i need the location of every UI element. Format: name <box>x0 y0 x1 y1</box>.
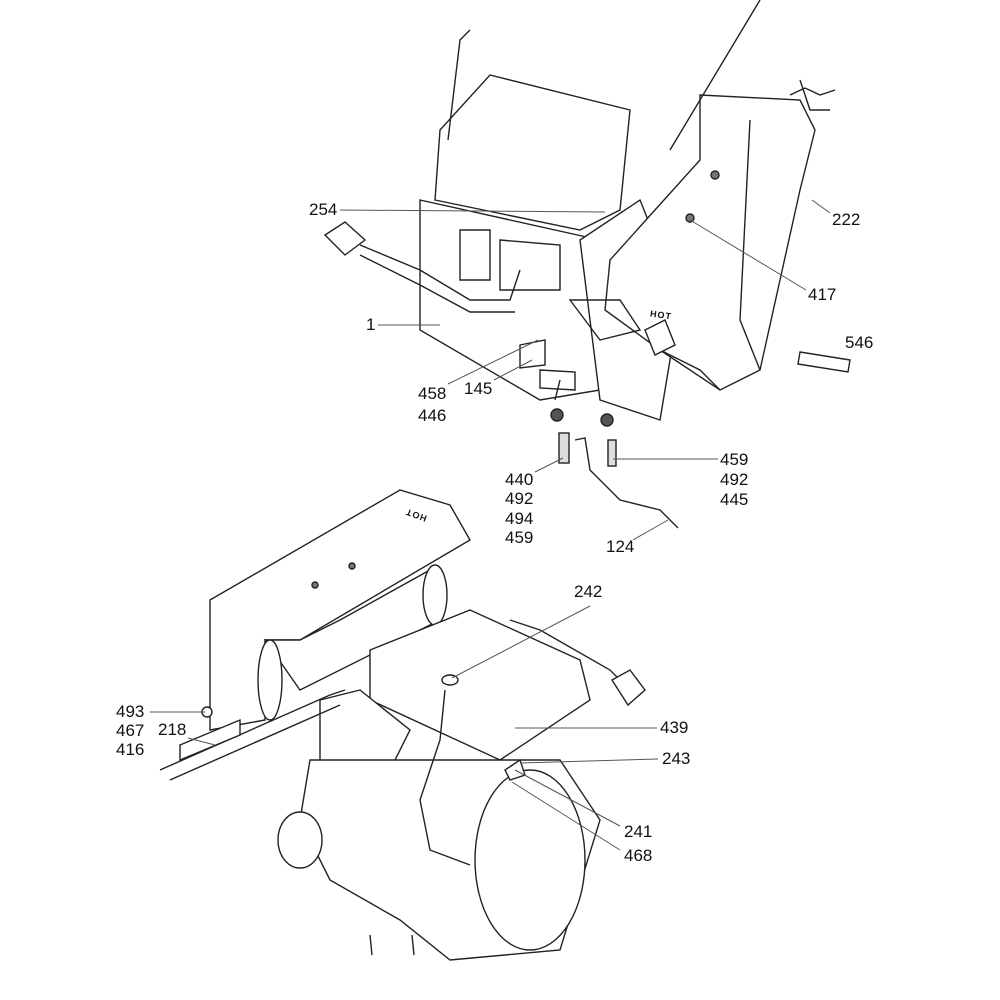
callout-546: 546 <box>845 333 874 352</box>
callout-241: 241 <box>624 822 653 841</box>
callout-459: 459 <box>720 450 749 469</box>
callout-439: 439 <box>660 718 689 737</box>
callout-145: 145 <box>464 379 493 398</box>
callout-459: 459 <box>505 528 534 547</box>
callout-445: 445 <box>720 490 749 509</box>
callout-446: 446 <box>418 406 447 425</box>
callout-222: 222 <box>832 210 861 229</box>
callout-440: 440 <box>505 470 534 489</box>
lower-engine-assembly <box>159 489 646 961</box>
callout-124: 124 <box>606 537 635 556</box>
fasteners <box>550 408 679 529</box>
leader-lines <box>150 199 831 851</box>
hot-warning-upper: HOT <box>649 308 673 322</box>
callout-493: 493 <box>116 702 145 721</box>
callout-492: 492 <box>505 489 534 508</box>
callout-254: 254 <box>309 200 338 219</box>
callout-468: 468 <box>624 846 653 865</box>
callout-416: 416 <box>116 740 145 759</box>
callout-242: 242 <box>574 582 603 601</box>
callout-218: 218 <box>158 720 187 739</box>
callout-1: 1 <box>366 315 376 334</box>
callout-458: 458 <box>418 384 447 403</box>
callout-243: 243 <box>662 749 691 768</box>
callout-467: 467 <box>116 721 145 740</box>
callout-492: 492 <box>720 470 749 489</box>
upper-engine-assembly <box>323 0 851 421</box>
callout-417: 417 <box>808 285 837 304</box>
callout-494: 494 <box>505 509 534 528</box>
